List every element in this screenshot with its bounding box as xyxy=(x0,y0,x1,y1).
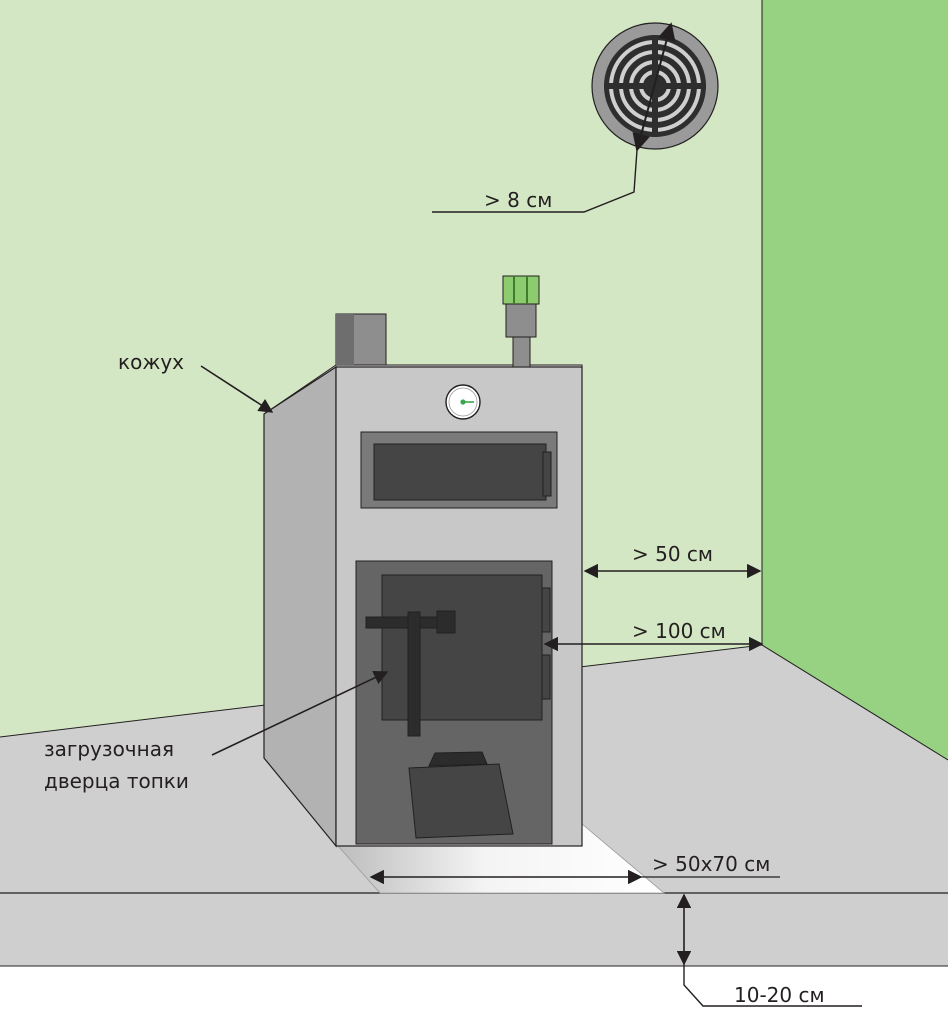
casing-label: кожух xyxy=(118,350,184,374)
vent-gap-label: > 8 см xyxy=(484,188,552,212)
safety-valve xyxy=(502,275,540,368)
door-handle[interactable] xyxy=(365,610,456,737)
base-height-label: 10-20 см xyxy=(734,983,825,1007)
load-door-leader xyxy=(211,671,389,756)
boiler xyxy=(263,275,583,848)
load-door-label-line1: загрузочная xyxy=(44,737,174,761)
flue-pipe xyxy=(335,313,387,366)
right-wall xyxy=(762,0,948,760)
fuel-loading-door[interactable] xyxy=(381,574,551,721)
casing-leader xyxy=(200,365,274,413)
ash-pan-door[interactable] xyxy=(408,751,514,839)
upper-cleaning-door[interactable] xyxy=(360,431,558,509)
base-slab xyxy=(0,893,948,966)
base-height-dimension xyxy=(676,893,862,1007)
front-clearance-label: > 100 см xyxy=(632,619,726,643)
thermometer-gauge xyxy=(445,384,481,420)
floor-sheet-label: > 50x70 см xyxy=(652,852,770,876)
vent-dimension xyxy=(432,22,676,213)
load-door-label-line2: дверца топки xyxy=(44,769,189,793)
side-clearance-label: > 50 см xyxy=(632,542,713,566)
